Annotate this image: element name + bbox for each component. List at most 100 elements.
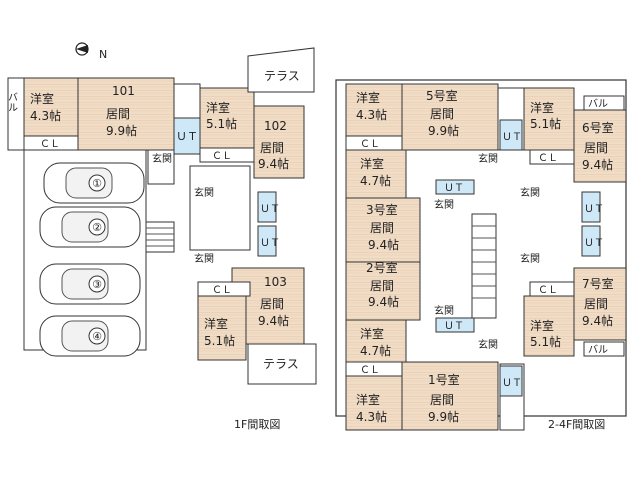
unit7-closet-label: ＣＬ xyxy=(538,285,558,296)
terrace-top xyxy=(247,47,315,93)
f1-entrance-b: 玄関 xyxy=(194,252,214,265)
unit2-ut-label: ＵＴ xyxy=(444,321,464,332)
f24-ut-right-a-label: ＵＴ xyxy=(584,204,604,215)
unit101-ut-label: ＵＴ xyxy=(176,130,198,143)
f24-ut-right-b-label: ＵＴ xyxy=(584,238,604,249)
north-label: N xyxy=(99,48,107,61)
unit2-ut xyxy=(435,317,475,333)
f24-entrance-right-b: 玄関 xyxy=(520,252,540,265)
unit6-balcony-label: バル xyxy=(588,98,608,110)
unit2-western-label: 洋室 xyxy=(360,326,384,341)
unit101-living-size: 9.9帖 xyxy=(106,123,137,138)
unit102-western-label: 洋室 xyxy=(206,100,230,115)
terrace-top-label: テラス xyxy=(264,69,300,83)
floor1-plan: バル ① ② ③ ④ 洋室 4.3帖 xyxy=(6,47,317,431)
unit102-closet-label: ＣＬ xyxy=(212,151,232,162)
f1-stairs xyxy=(145,221,175,253)
parking-number-1: ① xyxy=(92,177,102,190)
unit3-living-label: 居間 xyxy=(370,221,394,235)
f24-ut-right-b xyxy=(581,225,601,257)
f1-balcony-label: バル xyxy=(6,92,18,112)
unit6-living-label: 居間 xyxy=(584,141,608,155)
f24-entrance-right-a: 玄関 xyxy=(520,186,540,199)
unit101-western-label: 洋室 xyxy=(30,91,54,106)
unit1-living-label: 居間 xyxy=(430,393,454,407)
unit101-living-label: 居間 xyxy=(106,107,130,121)
f1-ut-a-label: ＵＴ xyxy=(260,204,280,215)
unit101-entrance-label: 玄関 xyxy=(152,152,172,165)
unit2-western-size: 4.7帖 xyxy=(360,343,391,358)
unit102-western-size: 5.1帖 xyxy=(206,116,237,131)
parking-car-4: ④ xyxy=(39,315,141,357)
unit5-closet-label: ＣＬ xyxy=(360,139,380,150)
unit7-living-size: 9.4帖 xyxy=(582,313,613,328)
unit7-number: 7号室 xyxy=(582,276,614,291)
unit7-balcony xyxy=(583,341,625,357)
floor1-caption: 1F間取図 xyxy=(234,418,280,431)
unit7-living-label: 居間 xyxy=(584,297,608,311)
f1-entrance-a: 玄関 xyxy=(194,186,214,199)
unit2-living-label: 居間 xyxy=(370,279,394,293)
unit3-western xyxy=(345,149,407,199)
compass-arrow-icon xyxy=(76,45,88,53)
unit1-western-label: 洋室 xyxy=(356,392,380,407)
unit102-living-size: 9.4帖 xyxy=(258,156,289,171)
floor24-plan: 洋室 4.3帖 ＣＬ 5号室 居間 9.9帖 ＵＴ 洋室 5.1帖 ＣＬ 6号室… xyxy=(335,79,627,431)
unit1-living xyxy=(401,361,499,431)
unit3-ut-label: ＵＴ xyxy=(444,183,464,194)
floor24-caption: 2-4F間取図 xyxy=(548,418,605,431)
terrace-bottom-label: テラス xyxy=(263,357,299,371)
unit6-living xyxy=(573,109,627,183)
unit1-ut-label: ＵＴ xyxy=(502,378,522,389)
unit2-entrance-label: 玄関 xyxy=(434,304,454,317)
unit6-western xyxy=(523,87,575,151)
unit103-closet-label: ＣＬ xyxy=(212,285,232,296)
f1-ut-a xyxy=(257,191,277,223)
unit102-number: 102 xyxy=(264,119,287,133)
unit101-western-size: 4.3帖 xyxy=(30,108,61,123)
f1-balcony xyxy=(7,77,25,151)
unit2-living-size: 9.4帖 xyxy=(368,294,399,309)
unit3-ut xyxy=(435,179,475,195)
unit5-western-label: 洋室 xyxy=(356,90,380,105)
f24-ut-right-a xyxy=(581,191,601,223)
unit1-western-size: 4.3帖 xyxy=(356,409,387,424)
unit3-living xyxy=(345,197,421,263)
unit7-western xyxy=(523,295,575,357)
unit103-western-label: 洋室 xyxy=(204,316,228,331)
unit5-number: 5号室 xyxy=(426,88,458,103)
f1-core xyxy=(189,165,251,251)
f24-entrance-bottom: 玄関 xyxy=(478,338,498,351)
unit103-living-label: 居間 xyxy=(260,297,284,311)
unit3-western-size: 4.7帖 xyxy=(360,173,391,188)
parking-car-3: ③ xyxy=(39,263,141,305)
unit1-number: 1号室 xyxy=(428,372,460,387)
unit101-closet-label: ＣＬ xyxy=(40,139,60,150)
parking-number-4: ④ xyxy=(92,330,102,343)
parking-number-3: ③ xyxy=(92,278,102,291)
unit101-ut xyxy=(173,117,201,155)
unit101-entrance xyxy=(147,149,175,185)
unit7-western-size: 5.1帖 xyxy=(530,334,561,349)
unit3-entrance-label: 玄関 xyxy=(434,198,454,211)
unit101-western xyxy=(23,77,79,137)
f24-entrance-top: 玄関 xyxy=(478,152,498,165)
unit103-western-size: 5.1帖 xyxy=(204,333,235,348)
parking-car-1: ① xyxy=(43,162,145,204)
unit5-ut-label: ＵＴ xyxy=(502,132,522,143)
unit3-living-size: 9.4帖 xyxy=(368,237,399,252)
unit6-closet-label: ＣＬ xyxy=(538,153,558,164)
unit6-living-size: 9.4帖 xyxy=(582,157,613,172)
f1-ut-b xyxy=(257,225,277,257)
unit3-number: 3号室 xyxy=(366,202,398,217)
unit6-western-size: 5.1帖 xyxy=(530,116,561,131)
unit103-living-size: 9.4帖 xyxy=(258,313,289,328)
parking-number-2: ② xyxy=(92,221,102,234)
unit6-western-label: 洋室 xyxy=(530,100,554,115)
parking-car-2: ② xyxy=(39,206,141,248)
unit101-number: 101 xyxy=(112,84,135,98)
unit5-western-size: 4.3帖 xyxy=(356,107,387,122)
unit5-living-label: 居間 xyxy=(430,107,454,121)
unit1-ut xyxy=(499,365,523,397)
unit1-closet-label: ＣＬ xyxy=(360,365,380,376)
